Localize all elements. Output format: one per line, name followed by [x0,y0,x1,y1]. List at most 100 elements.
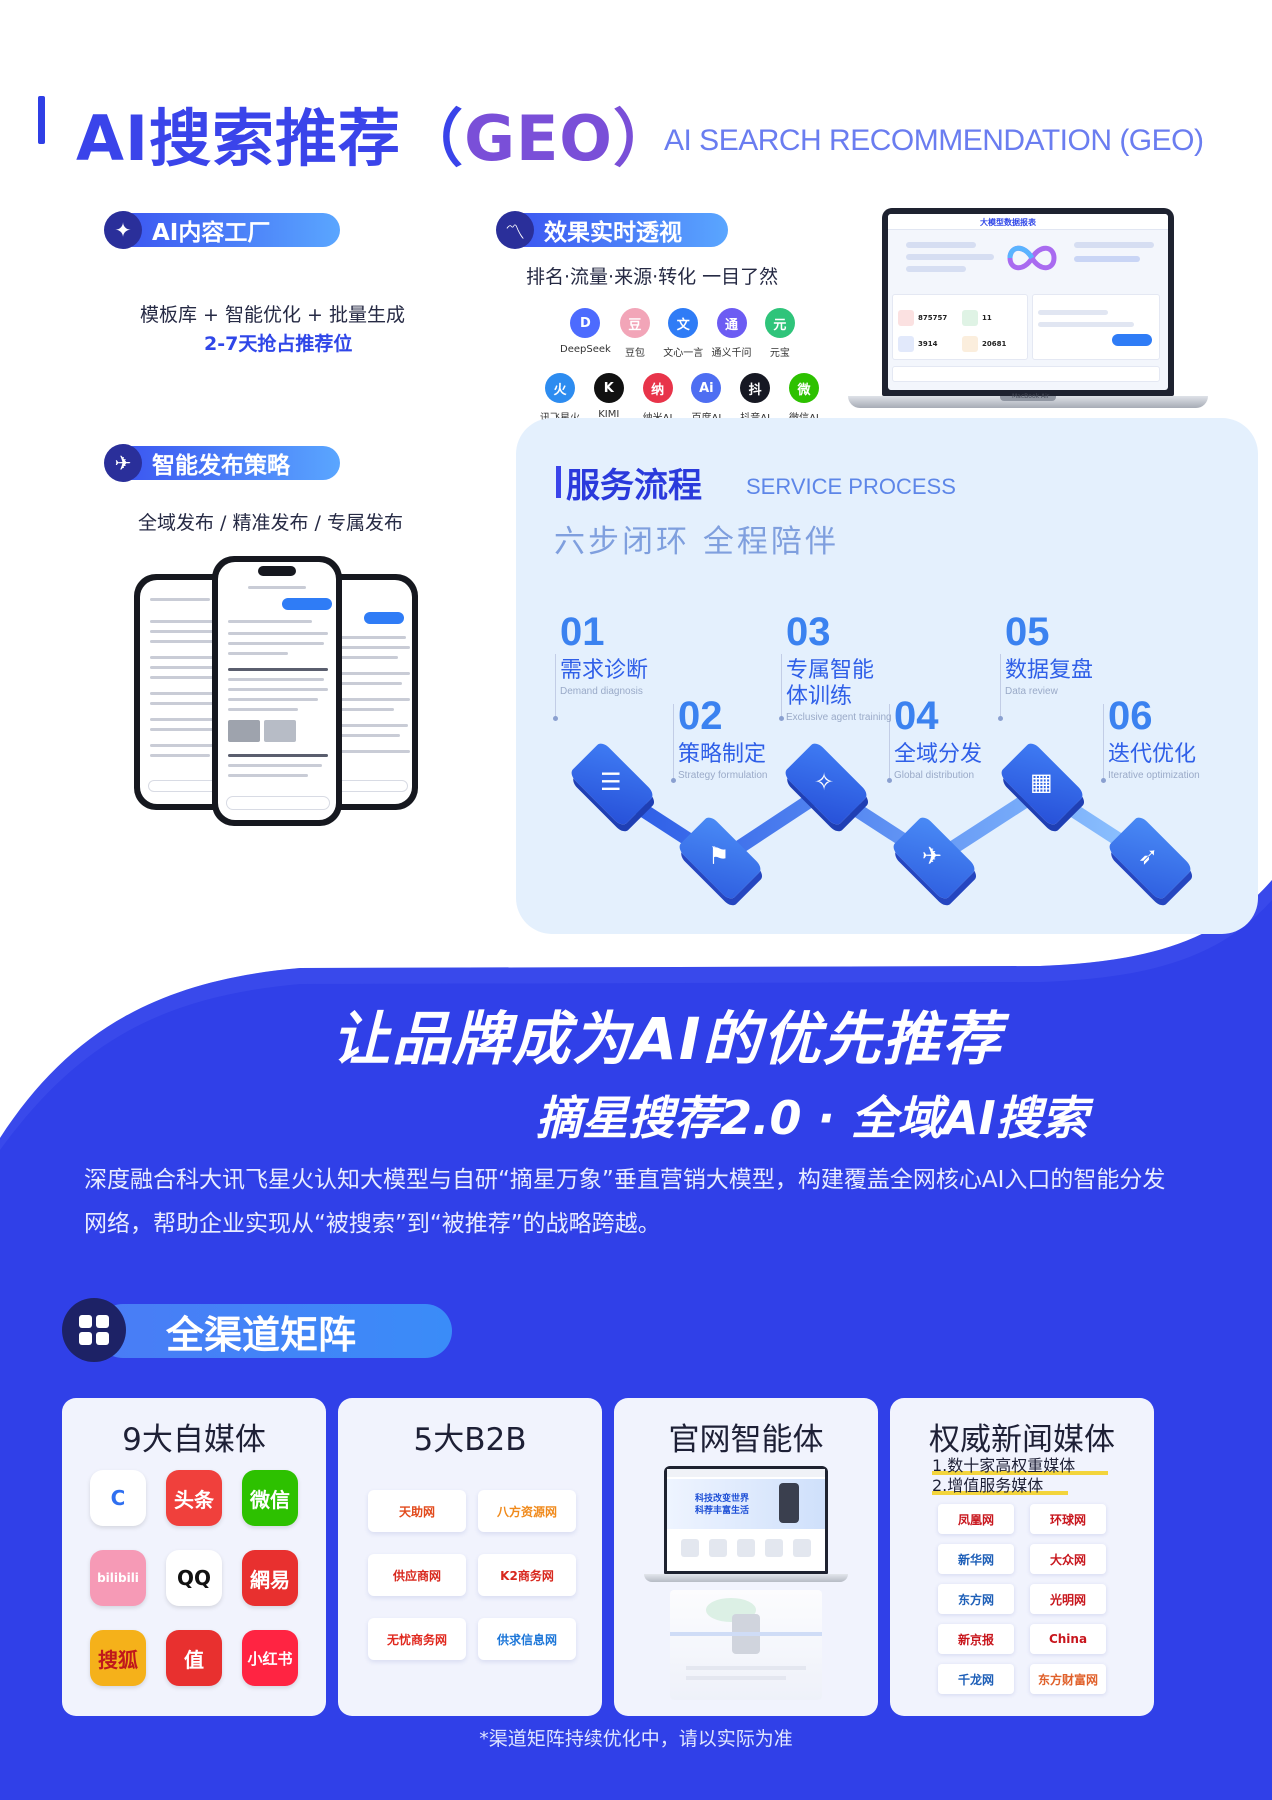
infinity-graphic [1006,238,1058,278]
insight-title: 效果实时透视 [544,220,682,246]
title-geo-text: GEO [464,102,614,175]
ai-platform-logo: 豆豆包 [611,308,659,359]
step-title: 迭代优化 [1108,742,1197,767]
paper-plane-icon: ✈ [922,842,943,870]
news-note-1: 1.数十家高权重媒体 [932,1452,1108,1476]
card-title: 官网智能体 [668,1422,824,1458]
platform-icon: 抖 [740,373,771,403]
stat-3: 3914 [918,340,938,348]
platform-icon: 元 [764,308,795,338]
platform-icon: D [570,308,601,338]
b2b-site-logo: K2商务网 [478,1554,576,1596]
step-number: 05 [1005,610,1050,654]
ai-platform-logo: 通通义千问 [707,308,755,359]
step-03: 03 专属智能 体训练 Exclusive agent training [786,612,892,723]
news-site-logo: 东方财富网 [1030,1664,1106,1694]
service-subtitle: 六步闭环 全程陪伴 [554,524,839,560]
news-site-logo: 新华网 [938,1544,1014,1574]
media-app-icon: 值 [166,1630,222,1686]
step-subtitle: Strategy formulation [678,770,768,781]
platform-icon: 纳 [642,373,673,403]
platform-icon: 微 [788,373,819,403]
content-factory-features: 模板库 + 智能优化 + 批量生成 [140,304,405,326]
insight-pill: 效果实时透视 [504,213,728,247]
platform-name: DeepSeek [560,344,611,355]
laptop-notch [1000,396,1056,401]
laptop-screen: 大模型数据报表 875757 11 3914 20681 [882,208,1174,396]
b2b-site-logo: 供应商网 [368,1554,466,1596]
card-title: 5大B2B [413,1422,527,1458]
channels-pill: 全渠道矩阵 [96,1304,452,1358]
platform-icon: Ai [691,373,722,403]
step-subtitle: Data review [1005,686,1058,697]
website-reflection [670,1590,822,1700]
card-news: 权威新闻媒体 1.数十家高权重媒体 2.增值服务媒体 凤凰网环球网新华网大众网东… [890,1398,1154,1716]
laptop-brand: MacBook Air [1012,393,1050,400]
news-site-logo: 东方网 [938,1584,1014,1614]
stat-1: 875757 [918,314,948,322]
ai-platform-logo: 抖抖音AI [733,373,777,424]
dashboard-title: 大模型数据报表 [980,218,1036,227]
ai-platform-logo: 纳纳米AI [636,373,680,424]
step-number: 06 [1108,694,1153,738]
content-factory-title: AI内容工厂 [152,220,271,246]
news-site-logo: China [1030,1624,1106,1654]
platform-name: KIMI [598,409,620,420]
media-app-icon: 搜狐 [90,1630,146,1686]
grid-apps-icon [62,1298,126,1362]
rocket-icon: ➶ [1138,842,1159,870]
news-site-logo: 光明网 [1030,1584,1106,1614]
step-number: 03 [786,610,831,654]
platform-name: 通义千问 [711,348,752,359]
platform-icon: K [593,373,624,403]
step-subtitle: Global distribution [894,770,975,781]
stat-2: 11 [982,314,992,322]
title-accent-bar [38,96,45,144]
news-note-1-text: 1.数十家高权重媒体 [932,1456,1076,1475]
ai-platform-logo: 火讯飞星火 [538,373,582,424]
ai-platform-logo: K KIMI [587,373,631,424]
channels-footnote: *渠道矩阵持续优化中，请以实际为准 [479,1728,793,1750]
card-website: 官网智能体 科技改变世界 科荐丰富生活 [614,1398,878,1716]
channels-title: 全渠道矩阵 [166,1312,357,1357]
chart-board-icon: ▦ [1030,768,1053,796]
step-05: 05 数据复盘 Data review [1005,612,1093,697]
website-laptop: 科技改变世界 科荐丰富生活 [664,1466,828,1574]
clipboard-icon: ☰ [600,768,622,796]
news-site-logo: 千龙网 [938,1664,1014,1694]
service-title: 服务流程 [566,466,702,506]
step-06: 06 迭代优化 Iterative optimization [1108,696,1200,781]
brand-slogan-2: 摘星搜荐2.0 · 全域AI搜索 [536,1091,1088,1145]
dashboard-screen: 大模型数据报表 875757 11 3914 20681 [888,214,1168,390]
service-title-en: SERVICE PROCESS [746,474,956,499]
b2b-site-logo: 供求信息网 [478,1618,576,1660]
media-app-icon: 網易 [242,1550,298,1606]
media-app-icon: C [90,1470,146,1526]
content-factory-pill: AI内容工厂 [112,213,340,247]
platform-icon: 文 [668,308,699,338]
ai-platform-logo: 元元宝 [756,308,804,359]
stat-4: 20681 [982,340,1007,348]
chart-line-icon: 〽 [496,211,534,249]
ai-platform-logo: 微微信AI [782,373,826,424]
publish-title: 智能发布策略 [152,453,290,479]
ai-platform-logo: Ai百度AI [684,373,728,424]
platform-icon: 豆 [619,308,650,338]
paper-plane-icon: ✈ [104,444,142,482]
platform-icon: 通 [716,308,747,338]
ai-platform-logo: D DeepSeek [560,308,611,359]
step-04: 04 全域分发 Global distribution [894,696,982,781]
media-app-icon: 小红书 [242,1630,298,1686]
media-app-icon: 头条 [166,1470,222,1526]
magic-wand-icon: ✦ [104,211,142,249]
news-site-logo: 凤凰网 [938,1504,1014,1534]
b2b-site-logo: 无忧商务网 [368,1618,466,1660]
step-subtitle: Exclusive agent training [786,712,892,723]
platform-icon: 火 [545,373,575,403]
website-slogan: 科技改变世界 [695,1494,750,1504]
phone-center [212,556,342,826]
page-title-en: AI SEARCH RECOMMENDATION (GEO) [664,124,1204,157]
